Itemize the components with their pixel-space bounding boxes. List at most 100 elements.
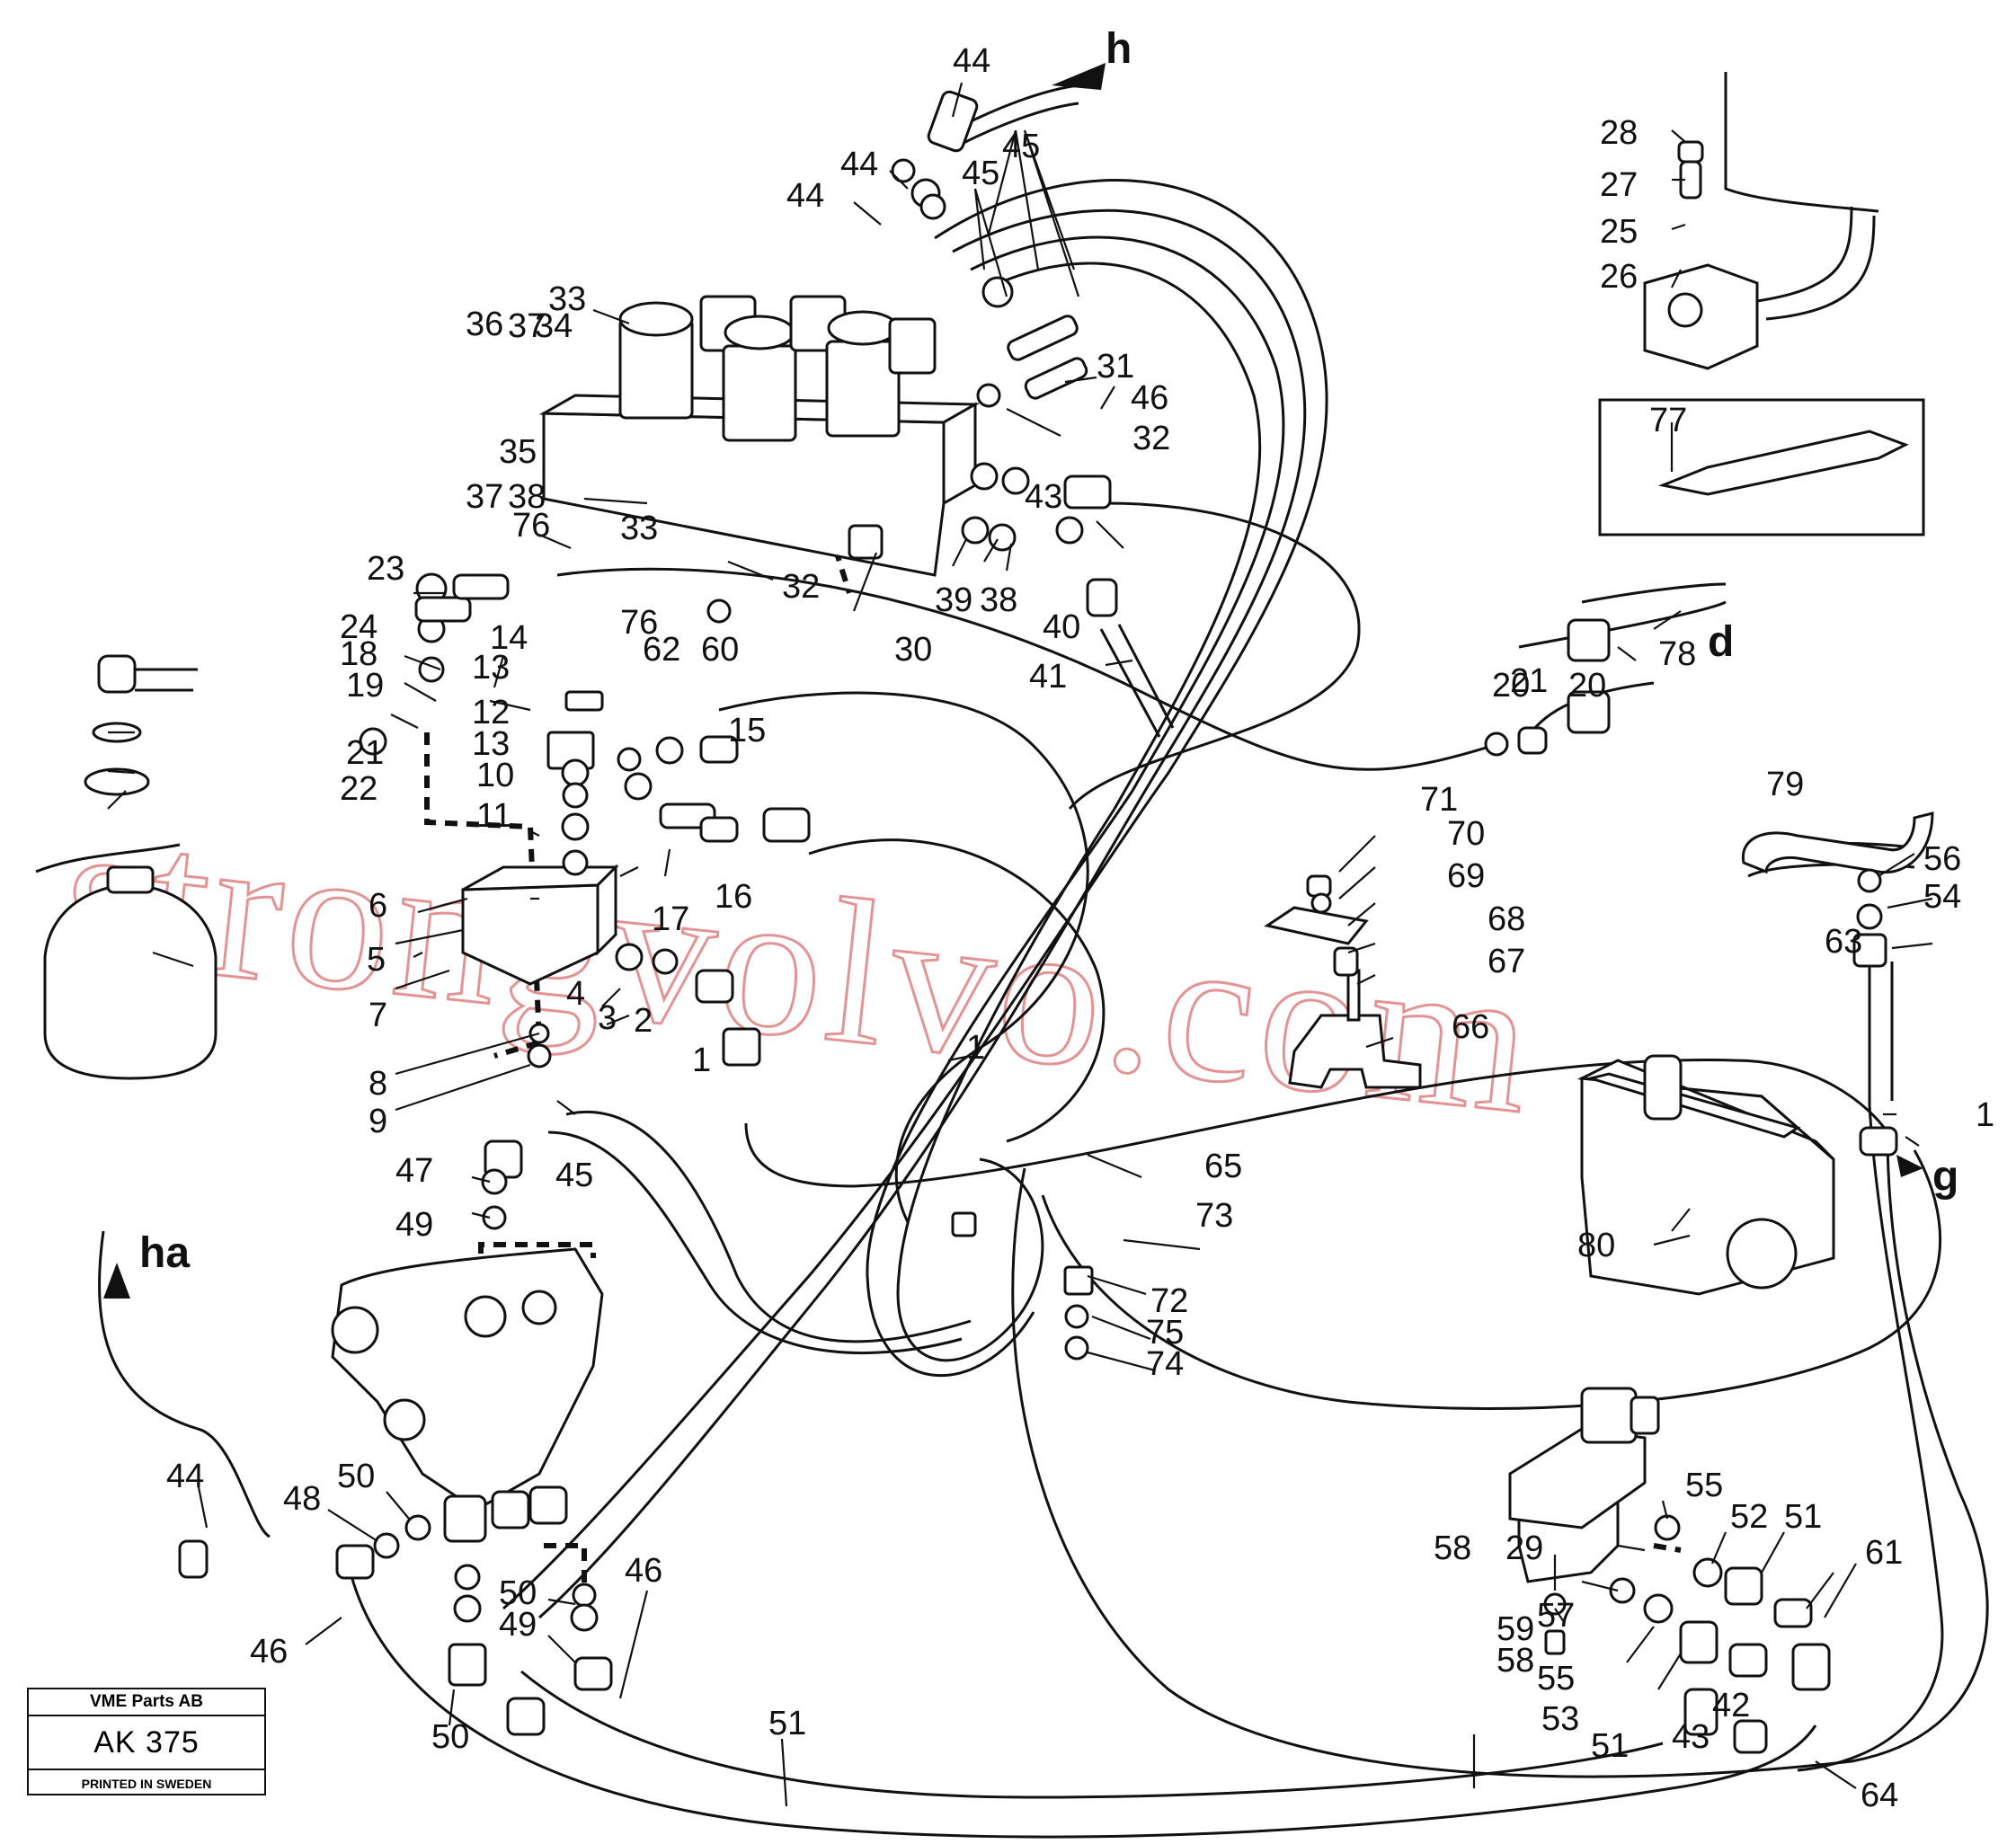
part-label: 19 — [346, 667, 384, 705]
foot-pedal-valve-75 — [1576, 1054, 1835, 1296]
part-label: 57 — [1537, 1597, 1575, 1635]
part-label: 30 — [894, 631, 932, 669]
pipe-74 — [1741, 811, 1934, 874]
part-label: 58 — [1434, 1529, 1471, 1567]
part-label: 8 — [369, 1065, 387, 1103]
part-label: 48 — [283, 1480, 321, 1518]
part-label: 16 — [715, 878, 752, 916]
part-label: 17 — [652, 900, 689, 938]
part-label: 35 — [499, 433, 537, 471]
ref-letter-ha: ha — [139, 1229, 190, 1277]
part-label: 50 — [431, 1718, 469, 1756]
part-label: 14 — [490, 619, 528, 657]
part-label: 49 — [499, 1606, 537, 1644]
part-label: 80 — [1577, 1227, 1615, 1264]
part-label: 15 — [728, 712, 766, 749]
part-label: 58 — [1496, 1642, 1534, 1680]
ref-letter-g: g — [1932, 1153, 1958, 1201]
part-label: 78 — [1658, 635, 1696, 673]
part-label: 40 — [1043, 608, 1080, 646]
part-label: 50 — [499, 1574, 537, 1612]
part-label: 76 — [620, 604, 658, 642]
part-label: 9 — [369, 1103, 387, 1140]
accumulator-79 — [43, 654, 218, 1080]
connection-letters: h d g ha — [139, 25, 1958, 1277]
part-label: 79 — [1766, 766, 1804, 803]
part-label: 37 — [508, 307, 546, 345]
part-label: 23 — [367, 550, 404, 588]
part-label: 74 — [1146, 1345, 1184, 1383]
leader-lines — [107, 82, 1933, 1807]
part-label: 61 — [1865, 1534, 1903, 1572]
part-label: 72 — [1150, 1282, 1188, 1320]
part-label: 73 — [1195, 1197, 1233, 1235]
part-label: 49 — [395, 1206, 433, 1244]
part-label: 68 — [1488, 900, 1525, 938]
part-label: 77 — [1649, 402, 1687, 439]
part-label: 41 — [1029, 658, 1067, 696]
part-label: 31 — [1097, 348, 1134, 386]
part-label: 59 — [1496, 1610, 1534, 1648]
part-label: 12 — [472, 694, 510, 731]
part-72-box — [1598, 398, 1925, 536]
part-label: 1 — [966, 1029, 985, 1067]
part-label: 64 — [1861, 1777, 1898, 1814]
part-label: 37 — [466, 478, 503, 516]
part-label: 54 — [1923, 878, 1961, 916]
part-label: 75 — [1146, 1314, 1184, 1352]
part-label: 28 — [1600, 114, 1638, 152]
part-label: 1 — [692, 1042, 711, 1079]
part-label: 33 — [548, 280, 586, 318]
part-label: 11 — [476, 797, 511, 835]
part-label: 32 — [1132, 420, 1170, 457]
part-label: 44 — [166, 1458, 204, 1495]
part-label: 50 — [337, 1458, 375, 1495]
part-label: 32 — [782, 568, 820, 606]
part-label: 21 — [346, 734, 384, 772]
part-label: 44 — [840, 146, 878, 183]
ref-letter-h: h — [1106, 25, 1132, 73]
part-label: 45 — [555, 1157, 593, 1194]
control-valve — [331, 1247, 604, 1543]
part-label: 13 — [472, 649, 510, 687]
part-label: 33 — [620, 510, 658, 547]
part-label: 2 — [634, 1002, 653, 1040]
part-label: 1 — [1976, 1096, 1994, 1134]
part-label: 66 — [1452, 1008, 1489, 1046]
part-label: 44 — [953, 42, 990, 80]
part-label: 51 — [768, 1705, 806, 1742]
fittings — [178, 90, 1898, 1754]
stamp-company: VME Parts AB — [29, 1689, 264, 1716]
part-label: 36 — [466, 306, 503, 343]
part-label: 26 — [1600, 258, 1638, 296]
part-label: 7 — [369, 997, 387, 1034]
part-label: 60 — [701, 631, 739, 669]
part-label: 71 — [1420, 781, 1458, 819]
part-label: 43 — [1672, 1718, 1710, 1756]
part-label: 4 — [566, 975, 585, 1013]
part-label: 43 — [1025, 478, 1062, 516]
part-label: 29 — [1505, 1529, 1543, 1567]
part-label: 25 — [1600, 213, 1638, 251]
connection-arrows — [103, 63, 1923, 1299]
part-label: 18 — [340, 635, 377, 673]
part-label: 20 — [1568, 667, 1606, 705]
part-label: 20 — [1492, 667, 1530, 705]
part-label: 47 — [395, 1152, 433, 1190]
part-label: 27 — [1600, 166, 1638, 204]
part-label: 39 — [935, 581, 972, 619]
part-label: 55 — [1685, 1467, 1723, 1504]
part-label: 55 — [1537, 1660, 1575, 1698]
part-label: 34 — [535, 307, 573, 345]
part-label: 44 — [786, 177, 824, 215]
part-label: 22 — [340, 770, 377, 808]
part-label: 53 — [1541, 1700, 1579, 1738]
bracket-60 — [1264, 906, 1422, 1089]
part-label: 63 — [1825, 923, 1862, 961]
part-label: 21 — [1510, 662, 1548, 700]
part-label: 52 — [1730, 1498, 1768, 1536]
part-label: 56 — [1923, 840, 1961, 878]
part-label: 42 — [1712, 1687, 1750, 1724]
valve-block-26 — [538, 295, 981, 577]
